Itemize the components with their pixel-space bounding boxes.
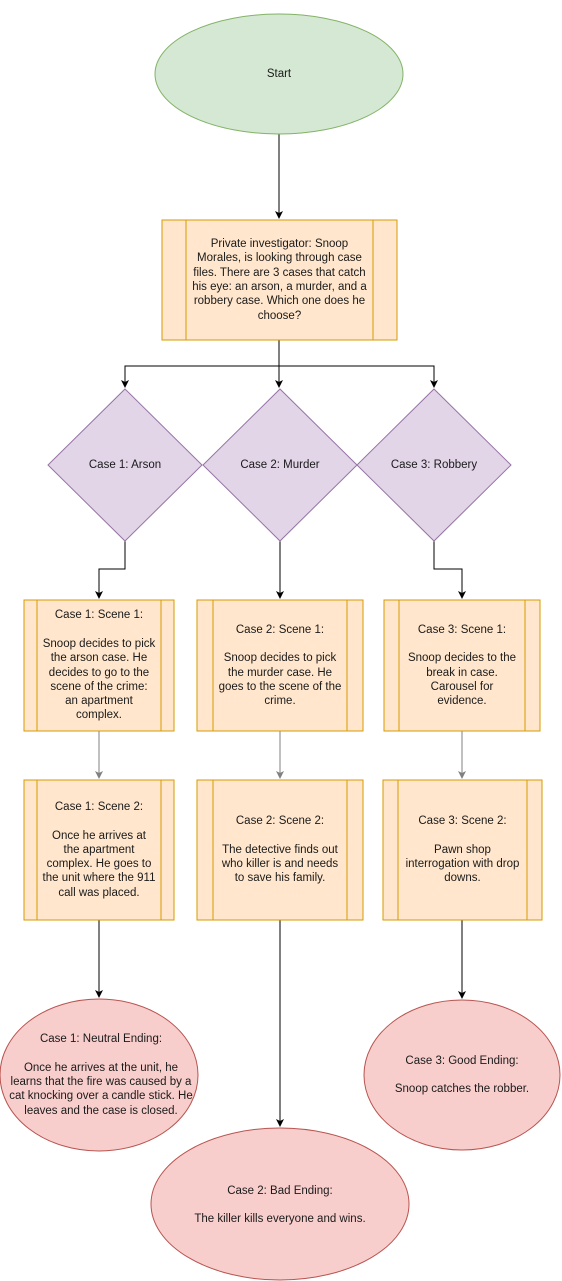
case1-scene2-title: Case 1: Scene 2: bbox=[54, 800, 144, 813]
case3-ending-text: Case 3: Good Ending: Snoop catches the r… bbox=[394, 1054, 530, 1096]
case1-scene1-node[interactable] bbox=[23, 599, 175, 732]
case3-scene2-text: Case 3: Scene 2: Pawn shop interrogation… bbox=[405, 815, 520, 885]
case2-scene1-node[interactable] bbox=[196, 599, 364, 732]
edge-intro-to-arson bbox=[121, 340, 280, 388]
edge-intro-to-robbery bbox=[278, 340, 438, 388]
decision-arson[interactable] bbox=[47, 388, 203, 542]
case1-ending-node[interactable] bbox=[0, 998, 199, 1152]
edges bbox=[95, 134, 466, 1127]
intro-node[interactable] bbox=[161, 219, 398, 341]
case3-ending-title: Case 3: Good Ending: bbox=[405, 1054, 519, 1067]
case2-ending-title: Case 2: Bad Ending: bbox=[227, 1184, 333, 1197]
case2-scene2-text: Case 2: Scene 2: The detective finds out… bbox=[221, 815, 339, 885]
decision-murder[interactable] bbox=[202, 388, 358, 542]
case1-ending-title: Case 1: Neutral Ending: bbox=[39, 1033, 163, 1046]
case2-scene1-title: Case 2: Scene 1: bbox=[235, 623, 325, 636]
case2-ending-node[interactable] bbox=[150, 1127, 410, 1281]
case3-scene1-node[interactable] bbox=[383, 599, 541, 732]
case3-ending-node[interactable] bbox=[363, 999, 561, 1151]
case3-scene2-node[interactable] bbox=[382, 779, 543, 921]
case2-scene2-title: Case 2: Scene 2: bbox=[235, 815, 325, 828]
case1-scene2-text: Case 1: Scene 2: Once he arrives at the … bbox=[42, 800, 156, 899]
case3-scene1-title: Case 3: Scene 1: bbox=[417, 623, 507, 636]
case1-scene1-title: Case 1: Scene 1: bbox=[54, 609, 144, 622]
decision-robbery-label: Case 3: Robbery bbox=[390, 458, 478, 471]
case2-ending-text: Case 2: Bad Ending: The killer kills eve… bbox=[194, 1184, 366, 1226]
decision-murder-label: Case 2: Murder bbox=[240, 458, 320, 471]
case2-scene2-node[interactable] bbox=[196, 779, 364, 921]
start-node[interactable] bbox=[154, 13, 404, 135]
case1-ending-text: Case 1: Neutral Ending: Once he arrives … bbox=[9, 1033, 193, 1117]
case3-scene2-title: Case 3: Scene 2: bbox=[418, 815, 507, 828]
case3-scene1-text: Case 3: Scene 1: Snoop decides to the br… bbox=[407, 623, 517, 708]
case1-scene1-text: Case 1: Scene 1: Snoop decides to pick t… bbox=[42, 609, 156, 722]
intro-text: Private investigator: Snoop Morales, is … bbox=[192, 238, 367, 322]
edge-robbery-to-case3-scene1 bbox=[433, 541, 466, 599]
edge-arson-to-case1-scene1 bbox=[95, 541, 126, 599]
decision-arson-label: Case 1: Arson bbox=[88, 458, 162, 471]
case1-scene2-node[interactable] bbox=[23, 779, 175, 921]
case2-scene1-text: Case 2: Scene 1: Snoop decides to pick t… bbox=[218, 623, 342, 708]
decision-robbery[interactable] bbox=[356, 388, 512, 542]
start-label: Start bbox=[266, 67, 292, 80]
